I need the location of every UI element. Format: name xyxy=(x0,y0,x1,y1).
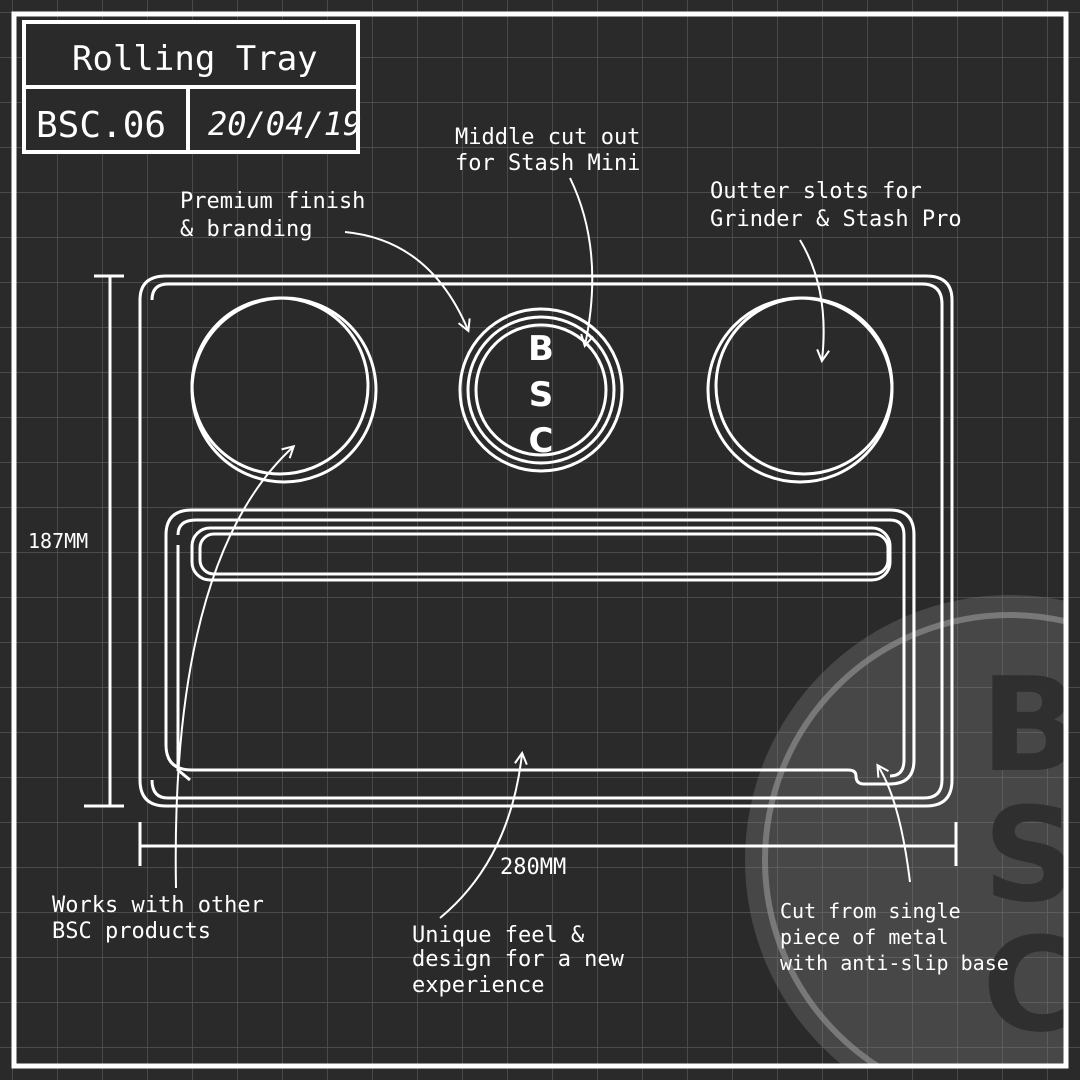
dimension-lines xyxy=(84,274,958,866)
rolling-well xyxy=(164,508,916,786)
height-label: 187MM xyxy=(28,529,88,553)
svg-text:Outter slots for: Outter slots for xyxy=(710,179,922,204)
annotation-works-with: Works with other BSC products xyxy=(52,893,264,944)
arrow-works-with xyxy=(174,447,293,889)
svg-text:Premium finish: Premium finish xyxy=(180,189,365,214)
outer-frame xyxy=(11,11,1069,1069)
title-block: Rolling Tray BSC.06 20/04/19 xyxy=(22,20,362,154)
callout-arrows xyxy=(174,177,911,919)
tray-outline xyxy=(138,274,954,808)
watermark-letter-c: C xyxy=(982,909,1077,1061)
annotation-unique-feel: Unique feel & design for a new experienc… xyxy=(412,923,625,998)
arrow-premium-finish xyxy=(344,231,468,330)
svg-text:Works with other: Works with other xyxy=(52,893,264,918)
arrow-outer-slots xyxy=(799,239,824,360)
center-slot xyxy=(458,307,624,473)
center-letter-c: C xyxy=(529,421,554,461)
paper-slot xyxy=(190,526,892,582)
svg-text:Cut from single: Cut from single xyxy=(780,899,961,923)
arrow-middle-cutout xyxy=(569,177,592,345)
bsc-watermark: B S C xyxy=(745,595,1079,1066)
annotation-premium-finish: Premium finish & branding xyxy=(180,189,365,242)
center-letter-s: S xyxy=(529,375,554,415)
arrow-single-piece xyxy=(878,766,911,883)
svg-text:& branding: & branding xyxy=(180,217,312,242)
title-text: Rolling Tray xyxy=(72,39,318,79)
model-code: BSC.06 xyxy=(36,105,166,146)
svg-text:Unique feel &: Unique feel & xyxy=(412,923,585,948)
watermark-letter-b: B xyxy=(980,649,1079,801)
date-text: 20/04/19 xyxy=(208,105,362,143)
svg-text:design for a new: design for a new xyxy=(412,947,625,972)
annotation-outer-slots: Outter slots for Grinder & Stash Pro xyxy=(710,179,962,232)
width-label: 280MM xyxy=(500,855,566,880)
svg-text:for Stash Mini: for Stash Mini xyxy=(455,151,640,176)
svg-text:piece of metal: piece of metal xyxy=(780,925,949,949)
center-letter-b: B xyxy=(528,329,554,369)
svg-text:experience: experience xyxy=(412,973,544,998)
center-bsc-logo: B S C xyxy=(528,329,554,461)
watermark-letter-s: S xyxy=(983,779,1077,931)
svg-text:with anti-slip base: with anti-slip base xyxy=(780,951,1009,975)
arrow-unique-feel xyxy=(439,754,522,919)
annotation-single-piece: Cut from single piece of metal with anti… xyxy=(780,899,1009,975)
annotation-middle-cutout: Middle cut out for Stash Mini xyxy=(455,125,640,176)
svg-text:Middle cut out: Middle cut out xyxy=(455,125,640,150)
svg-text:Grinder & Stash Pro: Grinder & Stash Pro xyxy=(710,207,962,232)
svg-text:BSC products: BSC products xyxy=(52,919,211,944)
